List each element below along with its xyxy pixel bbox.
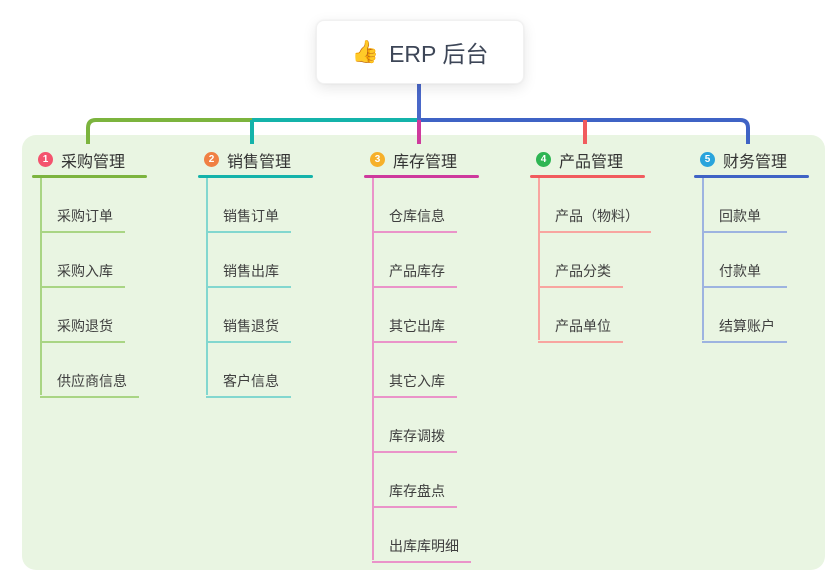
branch-label: 采购管理: [61, 153, 126, 171]
child-node-label[interactable]: 产品分类: [538, 263, 623, 288]
child-node-label[interactable]: 出库库明细: [372, 538, 471, 563]
child-connector-line: [538, 178, 540, 340]
child-node: 其它出库: [372, 288, 534, 343]
branch-title[interactable]: 3 库存管理: [364, 144, 534, 175]
branch-number-badge: 1: [38, 152, 53, 167]
child-node-label[interactable]: 产品单位: [538, 318, 623, 343]
root-node[interactable]: 👍 ERP 后台: [316, 20, 524, 84]
child-node: 采购入库: [40, 233, 202, 288]
branch-children: 仓库信息产品库存其它出库其它入库库存调拨库存盘点出库库明细: [372, 178, 534, 563]
branch-3: 3 库存管理仓库信息产品库存其它出库其它入库库存调拨库存盘点出库库明细: [364, 144, 534, 563]
child-node-label[interactable]: 供应商信息: [40, 373, 139, 398]
branch-underline: [694, 175, 809, 178]
child-node-label[interactable]: 库存盘点: [372, 483, 457, 508]
thumbs-up-icon: 👍: [351, 39, 380, 64]
child-node: 产品单位: [538, 288, 700, 343]
branch-number-badge: 3: [370, 152, 385, 167]
branch-title[interactable]: 2 销售管理: [198, 144, 368, 175]
branch-children: 产品（物料） 产品分类产品单位: [538, 178, 700, 343]
child-node: 结算账户: [702, 288, 839, 343]
child-node-label[interactable]: 采购订单: [40, 208, 125, 233]
child-node: 仓库信息: [372, 178, 534, 233]
child-node-label[interactable]: 库存调拨: [372, 428, 457, 453]
child-node: 客户信息: [206, 343, 368, 398]
child-node: 销售订单: [206, 178, 368, 233]
branch-2: 2 销售管理销售订单销售出库销售退货客户信息: [198, 144, 368, 398]
child-node: 其它入库: [372, 343, 534, 398]
branch-underline: [530, 175, 645, 178]
branch-5: 5 财务管理回款单付款单结算账户: [694, 144, 839, 343]
child-connector-line: [206, 178, 208, 395]
branch-underline: [32, 175, 147, 178]
child-node-label[interactable]: 其它出库: [372, 318, 457, 343]
child-node-label[interactable]: 付款单: [702, 263, 787, 288]
branch-children: 回款单付款单结算账户: [702, 178, 839, 343]
child-node-label[interactable]: 销售出库: [206, 263, 291, 288]
branch-children: 采购订单采购入库采购退货供应商信息: [40, 178, 202, 398]
child-connector-line: [40, 178, 42, 395]
child-node: 销售出库: [206, 233, 368, 288]
branch-title[interactable]: 5 财务管理: [694, 144, 839, 175]
child-node: 产品（物料）: [538, 178, 700, 233]
branch-underline: [364, 175, 479, 178]
branch-underline: [198, 175, 313, 178]
child-connector-line: [372, 178, 374, 560]
child-node-label[interactable]: 产品（物料）: [538, 208, 651, 233]
child-node: 付款单: [702, 233, 839, 288]
branch-label: 库存管理: [393, 153, 458, 171]
child-node: 产品库存: [372, 233, 534, 288]
branch-4: 4 产品管理产品（物料） 产品分类产品单位: [530, 144, 700, 343]
branch-label: 财务管理: [723, 153, 788, 171]
child-node: 库存调拨: [372, 398, 534, 453]
background-panel: [22, 135, 825, 570]
child-node-label[interactable]: 采购退货: [40, 318, 125, 343]
child-node: 采购退货: [40, 288, 202, 343]
child-node-label[interactable]: 产品库存: [372, 263, 457, 288]
child-node-label[interactable]: 其它入库: [372, 373, 457, 398]
child-node-label[interactable]: 销售订单: [206, 208, 291, 233]
branch-1: 1 采购管理采购订单采购入库采购退货供应商信息: [32, 144, 202, 398]
child-node: 采购订单: [40, 178, 202, 233]
child-connector-line: [702, 178, 704, 340]
branch-children: 销售订单销售出库销售退货客户信息: [206, 178, 368, 398]
child-node-label[interactable]: 采购入库: [40, 263, 125, 288]
branch-title[interactable]: 1 采购管理: [32, 144, 202, 175]
branch-number-badge: 4: [536, 152, 551, 167]
child-node-label[interactable]: 仓库信息: [372, 208, 457, 233]
child-node: 供应商信息: [40, 343, 202, 398]
child-node: 销售退货: [206, 288, 368, 343]
child-node-label[interactable]: 客户信息: [206, 373, 291, 398]
child-node: 回款单: [702, 178, 839, 233]
child-node-label[interactable]: 回款单: [702, 208, 787, 233]
child-node: 出库库明细: [372, 508, 534, 563]
child-node-label[interactable]: 销售退货: [206, 318, 291, 343]
branch-number-badge: 2: [204, 152, 219, 167]
child-node-label[interactable]: 结算账户: [702, 318, 787, 343]
child-node: 库存盘点: [372, 453, 534, 508]
branch-number-badge: 5: [700, 152, 715, 167]
root-node-label: ERP 后台: [389, 41, 489, 67]
child-node: 产品分类: [538, 233, 700, 288]
branch-label: 产品管理: [559, 153, 624, 171]
branch-title[interactable]: 4 产品管理: [530, 144, 700, 175]
branch-label: 销售管理: [227, 153, 292, 171]
